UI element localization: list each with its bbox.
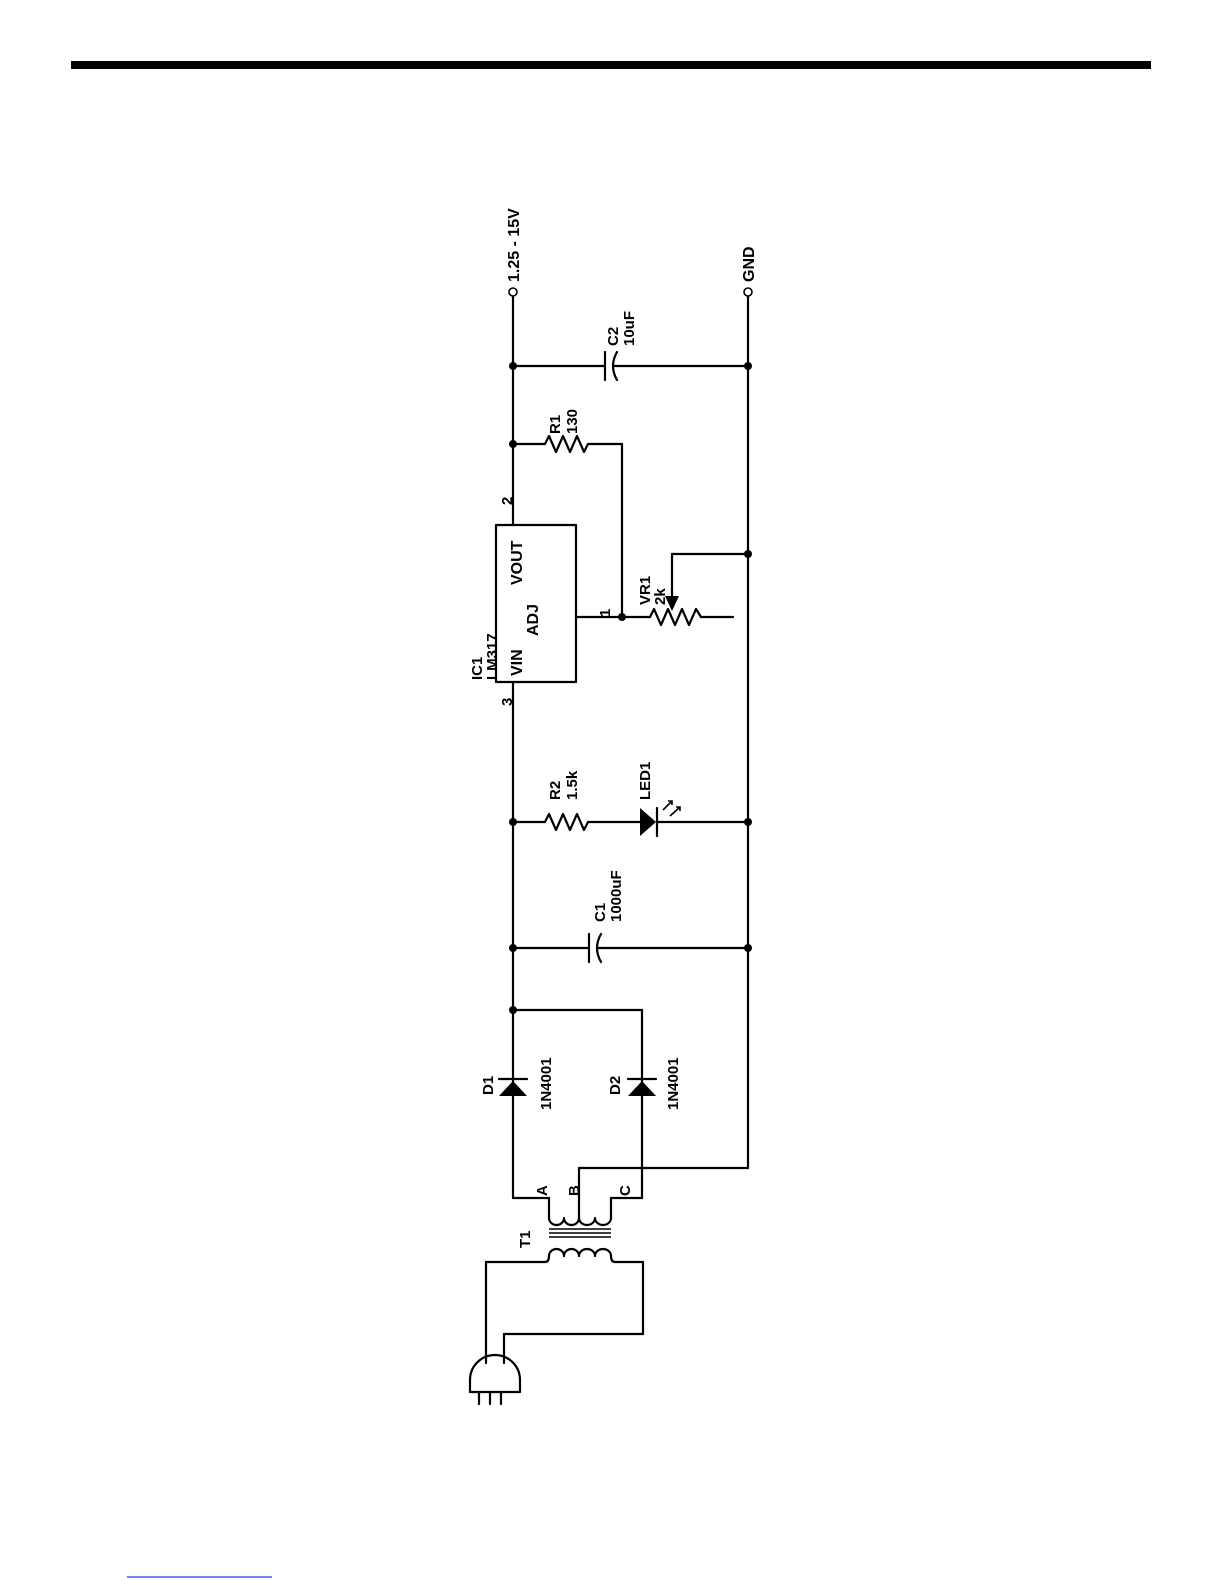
- c1-ref: C1: [592, 903, 609, 922]
- t1-tap-a: A: [534, 1185, 551, 1196]
- t1-tap-c: C: [617, 1185, 634, 1196]
- c1-value: 1000uF: [608, 870, 625, 922]
- t1-tap-b: B: [566, 1185, 583, 1196]
- led-led1: LED1: [637, 762, 748, 836]
- r1-value: 130: [564, 409, 581, 434]
- gnd-label: GND: [741, 246, 758, 282]
- ground-rail: [579, 297, 748, 1168]
- led1-ref: LED1: [637, 762, 654, 800]
- capacitor-c2: C2 10uF: [513, 311, 748, 380]
- r2-ref: R2: [547, 781, 564, 800]
- ic1-part: LM317: [484, 633, 501, 680]
- output-voltage-label: 1.25 - 15V: [506, 208, 523, 282]
- d1-ref: D1: [480, 1076, 497, 1095]
- ic1-pin-adj: 1: [597, 609, 614, 617]
- junction-dots: [509, 362, 752, 1014]
- c2-ref: C2: [605, 327, 622, 346]
- ic1-pin-vout: 2: [499, 497, 516, 505]
- ground-terminal: GND: [741, 246, 758, 296]
- d1-value: 1N4001: [538, 1057, 555, 1110]
- mains-cord: [486, 1262, 643, 1363]
- d2-ref: D2: [607, 1076, 624, 1095]
- ic1-adj-label: ADJ: [525, 604, 542, 636]
- capacitor-c1: C1 1000uF: [513, 870, 748, 962]
- r1-ref: R1: [547, 415, 564, 434]
- diode-d2: D2 1N4001: [607, 1010, 682, 1198]
- vr1-value: 2k: [652, 588, 669, 605]
- resistor-r1: R1 130: [513, 409, 622, 617]
- r2-value: 1.5k: [564, 770, 581, 800]
- mains-plug-icon: [470, 1355, 520, 1404]
- header-rule: [71, 61, 1151, 69]
- d2-value: 1N4001: [665, 1057, 682, 1110]
- transformer-t1: T1 A B C: [513, 1168, 642, 1262]
- output-terminal: 1.25 - 15V: [506, 208, 523, 296]
- c2-value: 10uF: [621, 311, 638, 346]
- ic1-pin-vin: 3: [499, 698, 516, 706]
- regulator-ic1: VOUT VIN ADJ IC1 LM317 2 3 1: [469, 497, 622, 706]
- t1-ref: T1: [517, 1230, 534, 1248]
- ic1-vout-label: VOUT: [509, 540, 526, 585]
- potentiometer-vr1: VR1 2k: [622, 554, 748, 625]
- resistor-r2: R2 1.5k: [513, 770, 642, 830]
- ic1-vin-label: VIN: [509, 649, 526, 676]
